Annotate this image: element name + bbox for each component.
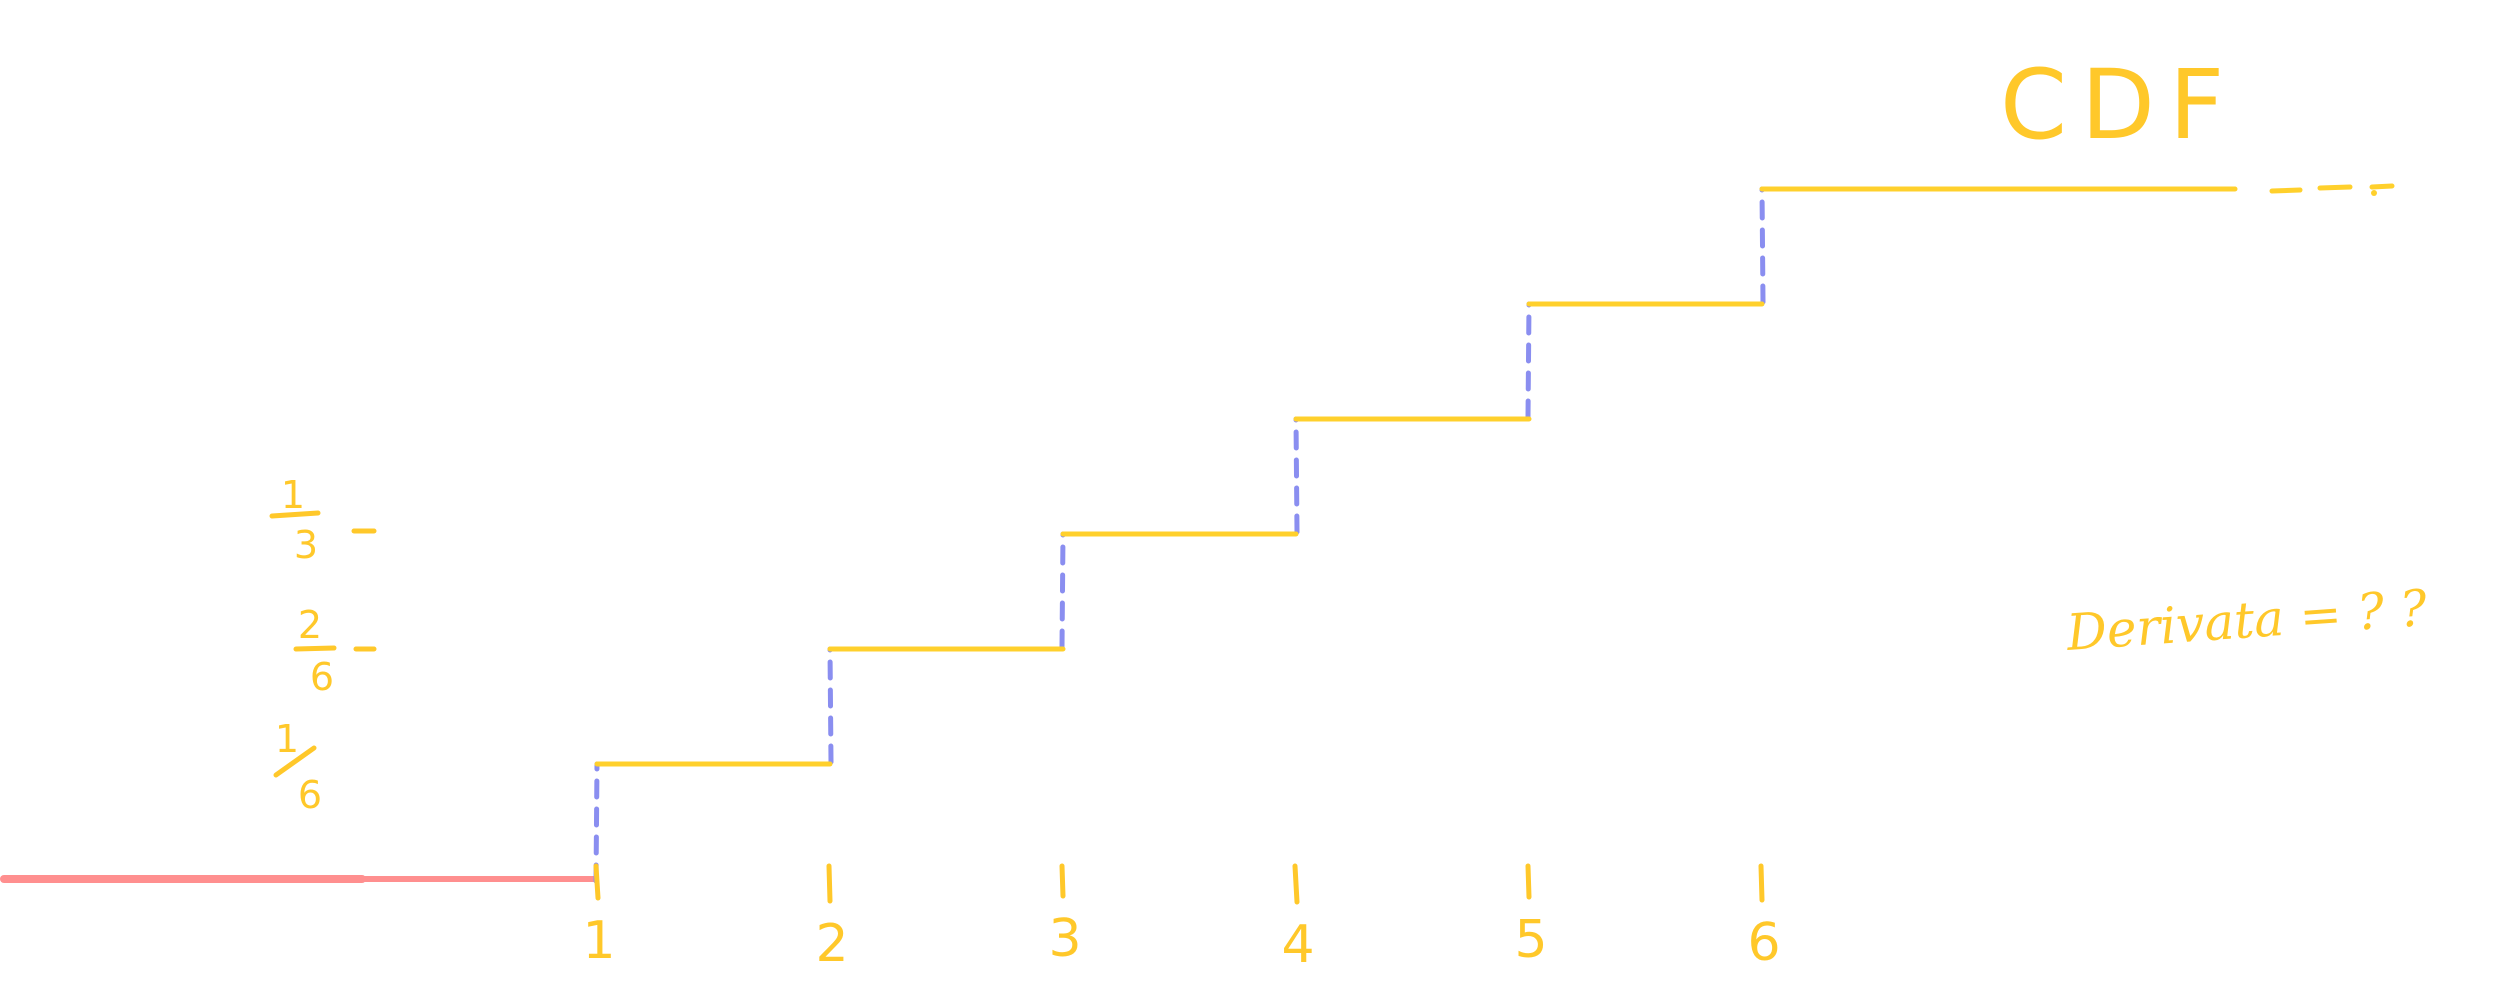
fraction-numerator: 2	[298, 603, 322, 647]
continuation-dashes	[2269, 183, 2395, 196]
jump-line-2	[827, 646, 834, 765]
x-axis-tick-labels: 1 2 3 4 5 6	[582, 909, 1780, 975]
fraction-bar	[273, 745, 317, 778]
continuation-dash-1	[2269, 187, 2303, 194]
jump-lines	[593, 186, 1766, 884]
fraction-bar	[293, 645, 337, 652]
jump-line-1	[593, 761, 600, 884]
y-fraction-one-third: 1 3	[269, 473, 377, 567]
tick-label-5: 5	[1514, 910, 1547, 970]
fraction-bar	[269, 510, 321, 519]
jump-line-5	[1525, 301, 1532, 420]
continuation-dash-2	[2317, 184, 2353, 191]
fraction-denominator: 6	[298, 773, 322, 817]
tick-mark-5	[1525, 863, 1532, 900]
tick-mark-3	[1059, 863, 1066, 899]
tick-label-6: 6	[1747, 913, 1780, 973]
step-lines	[594, 186, 2238, 767]
tick-label-3: 3	[1048, 909, 1081, 969]
derivative-annotation: Derivata = ? ?	[2064, 579, 2430, 662]
y-fraction-one-sixth: 1 6	[273, 717, 322, 817]
tick-label-1: 1	[582, 911, 615, 971]
tick-mark-6	[1758, 863, 1765, 903]
fraction-denominator: 6	[310, 655, 334, 699]
tick-mark-2	[826, 863, 833, 904]
fraction-denominator: 3	[294, 523, 318, 567]
tick-mark-1	[593, 863, 601, 901]
tick-label-4: 4	[1281, 915, 1314, 975]
y-fraction-two-sixths: 2 6	[293, 603, 377, 699]
tick-label-2: 2	[815, 914, 848, 974]
x-axis-ticks	[593, 863, 1765, 905]
jump-line-6	[1759, 186, 1766, 305]
tick-mark-4	[1292, 863, 1300, 905]
continuation-dot	[2371, 190, 2377, 196]
diagram-title: CDF	[2000, 49, 2238, 161]
fraction-numerator: 1	[275, 717, 299, 761]
jump-line-3	[1059, 531, 1066, 650]
continuation-dash-3	[2369, 183, 2395, 190]
jump-line-4	[1293, 416, 1300, 535]
fraction-numerator: 1	[281, 473, 305, 517]
